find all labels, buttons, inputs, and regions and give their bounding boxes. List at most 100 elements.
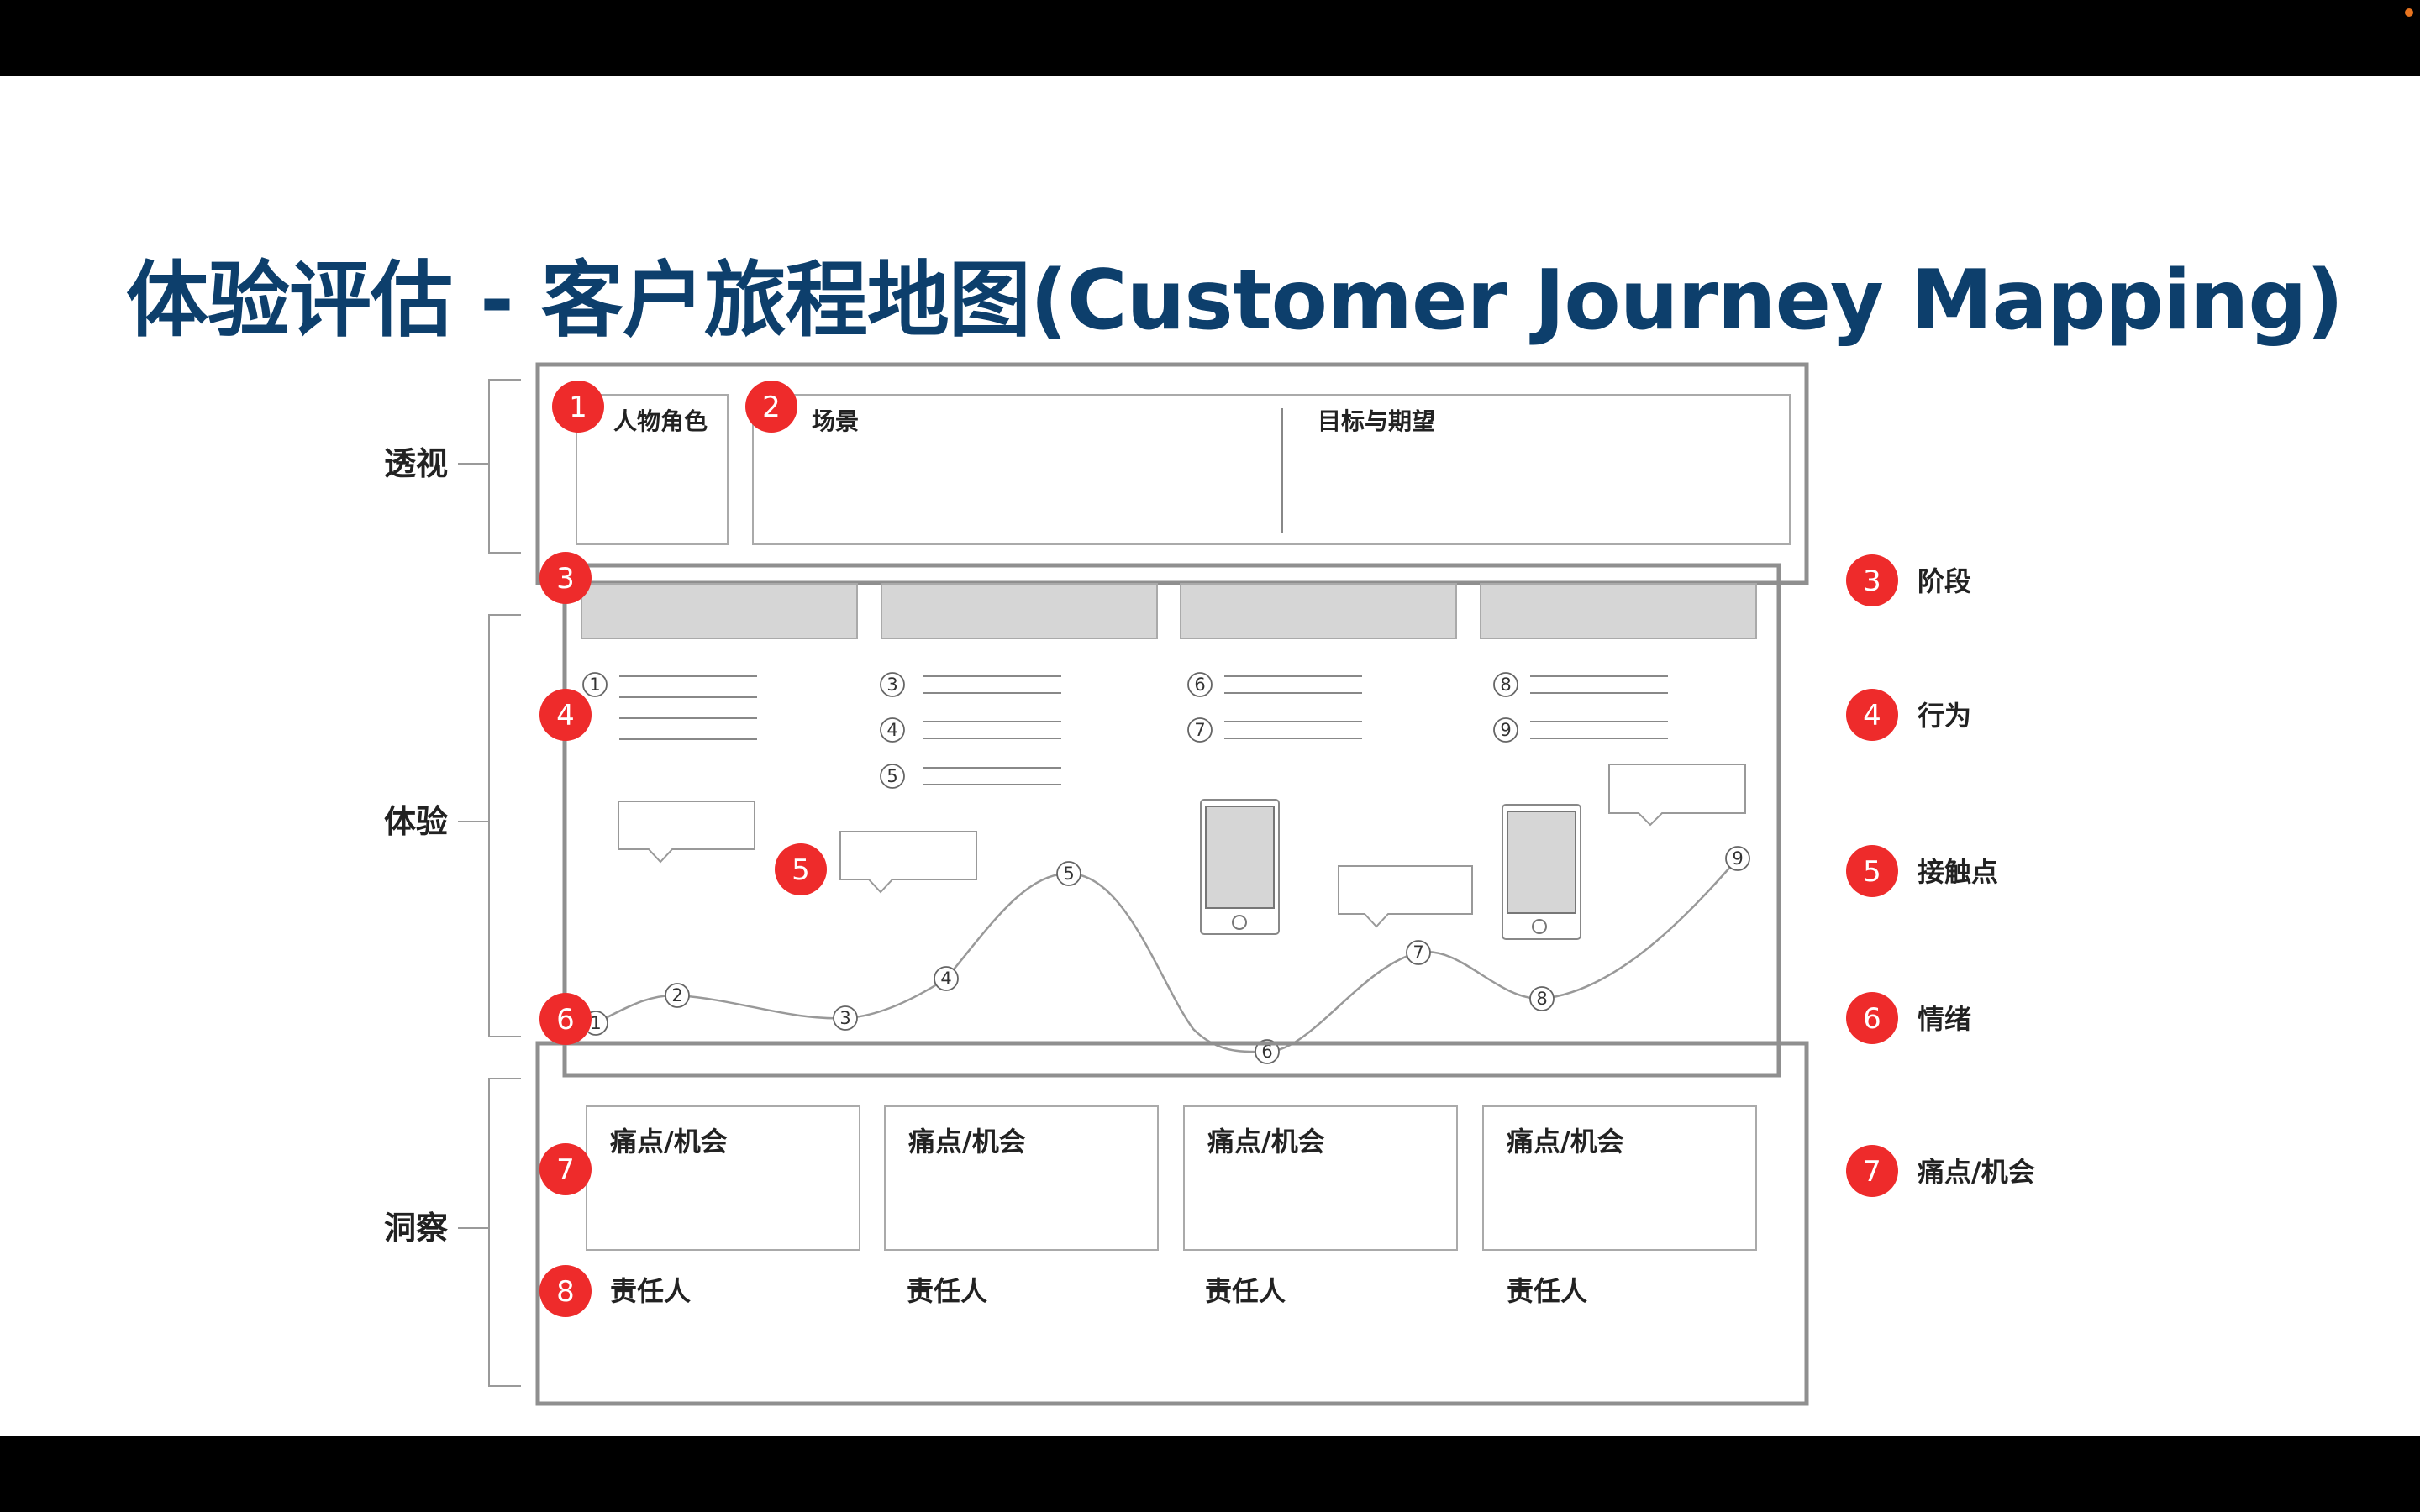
- emotion-node-number: 9: [1732, 848, 1743, 869]
- number-badge-text: 6: [556, 1003, 575, 1037]
- action-number: 7: [1194, 720, 1205, 740]
- insight-frame: [535, 1041, 1809, 1406]
- action-number: 6: [1194, 675, 1205, 695]
- emotion-node-number: 4: [940, 969, 951, 989]
- section-brackets: [458, 379, 521, 1387]
- pain-opportunity-label: 痛点/机会: [908, 1126, 1026, 1158]
- emotion-node-number: 8: [1536, 989, 1547, 1009]
- number-badge: [775, 843, 827, 895]
- emotion-node-circle: [1406, 940, 1431, 965]
- legend-badge-text: 7: [1863, 1155, 1881, 1189]
- number-badge: [539, 552, 592, 604]
- legend-label: 痛点/机会: [1918, 1156, 2035, 1188]
- number-badge-text: 1: [569, 391, 587, 424]
- pain-opportunity-box: [884, 1105, 1159, 1251]
- emotion-node-number: 6: [1261, 1042, 1272, 1062]
- action-number-circle: [582, 672, 608, 697]
- legend-label: 接触点: [1918, 856, 1998, 888]
- touchpoint-phones: [1200, 799, 1581, 940]
- section-label-perspective: 透视: [384, 445, 448, 482]
- stage-bars: [581, 583, 1757, 639]
- slide-title: 体验评估 - 客户旅程地图(Customer Journey Mapping): [126, 253, 2344, 349]
- touchpoint-bubble: [839, 831, 977, 894]
- section-label-insight: 洞察: [384, 1210, 448, 1247]
- touchpoint-bubble: [1608, 764, 1746, 827]
- legend-badge: [1846, 845, 1898, 897]
- legend-label: 阶段: [1918, 565, 1971, 597]
- legend-badge: [1846, 992, 1898, 1044]
- pain-opportunity-label: 痛点/机会: [1507, 1126, 1624, 1158]
- legend-label: 行为: [1918, 700, 1971, 732]
- goals-label: 目标与期望: [1318, 407, 1435, 435]
- number-badge: [539, 1265, 592, 1317]
- top-black-bar: [0, 0, 2420, 76]
- action-number-circle: [1187, 717, 1213, 743]
- number-badge-text: 3: [556, 562, 575, 596]
- emotion-node-circle: [833, 1005, 858, 1031]
- legend-badge: [1846, 689, 1898, 741]
- emotion-node-number: 2: [671, 985, 682, 1005]
- scenario-goals-box: [752, 394, 1791, 545]
- owner-label: 责任人: [1507, 1275, 1587, 1307]
- action-number-circle: [880, 672, 905, 697]
- action-number-circle: [1493, 672, 1518, 697]
- action-number: 4: [886, 720, 897, 740]
- emotion-node-circle: [1056, 861, 1081, 886]
- legend-badge-text: 4: [1863, 699, 1881, 732]
- emotion-node-number: 5: [1063, 864, 1074, 884]
- stage-bar: [1480, 583, 1757, 639]
- number-badge-text: 8: [556, 1275, 575, 1309]
- emotion-node-circle: [1529, 986, 1555, 1011]
- number-badge-text: 4: [556, 699, 575, 732]
- action-number: 3: [886, 675, 897, 695]
- legend-badge-text: 3: [1863, 564, 1881, 598]
- bracket-perspective: [488, 379, 521, 554]
- number-badge: [539, 1143, 592, 1195]
- owner-label: 责任人: [907, 1275, 987, 1307]
- phone-icon: [1502, 804, 1581, 940]
- number-badge-text: 2: [762, 391, 781, 424]
- bracket-insight: [488, 1078, 521, 1387]
- emotion-node-number: 1: [590, 1013, 601, 1033]
- pain-opportunity-box: [1482, 1105, 1757, 1251]
- action-number: 5: [886, 766, 897, 786]
- action-number: 8: [1500, 675, 1511, 695]
- owner-label: 责任人: [610, 1275, 691, 1307]
- stage-bar: [1180, 583, 1457, 639]
- emotion-node-circle: [934, 966, 959, 991]
- emotion-node-number: 7: [1413, 942, 1423, 963]
- legend-badge: [1846, 554, 1898, 606]
- legend-badge-text: 5: [1863, 855, 1881, 889]
- number-badge: [539, 689, 592, 741]
- pain-opportunity-label: 痛点/机会: [1207, 1126, 1325, 1158]
- action-number-circle: [1187, 672, 1213, 697]
- experience-frame: [562, 563, 1781, 1078]
- number-badge: [552, 381, 604, 433]
- pain-opportunity-box: [586, 1105, 860, 1251]
- legend-badge: [1846, 1145, 1898, 1197]
- touchpoint-bubble: [1338, 865, 1473, 928]
- emotion-node-circle: [1725, 846, 1750, 871]
- stage-bar: [581, 583, 858, 639]
- bottom-black-bar: [0, 1436, 2420, 1512]
- pain-opportunity-label: 痛点/机会: [610, 1126, 728, 1158]
- emotion-node-number: 3: [839, 1008, 850, 1028]
- legend: 3 阶段 4 行为 5 接触点 6 情绪 7 痛点/机会: [1846, 554, 2035, 1197]
- action-number-circle: [1493, 717, 1518, 743]
- bracket-experience: [488, 614, 521, 1037]
- touchpoint-bubble: [618, 801, 755, 864]
- legend-badge-text: 6: [1863, 1002, 1881, 1036]
- stage-bar: [881, 583, 1158, 639]
- phone-icon: [1200, 799, 1280, 935]
- window-indicator-dot: [2405, 8, 2413, 17]
- number-badge-text: 5: [792, 853, 810, 887]
- legend-label: 情绪: [1918, 1003, 1971, 1035]
- action-number: 9: [1500, 720, 1511, 740]
- owner-label: 责任人: [1205, 1275, 1286, 1307]
- number-badge: [539, 993, 592, 1045]
- touchpoint-bubbles: [618, 764, 1746, 928]
- persona-label: 人物角色: [613, 407, 708, 435]
